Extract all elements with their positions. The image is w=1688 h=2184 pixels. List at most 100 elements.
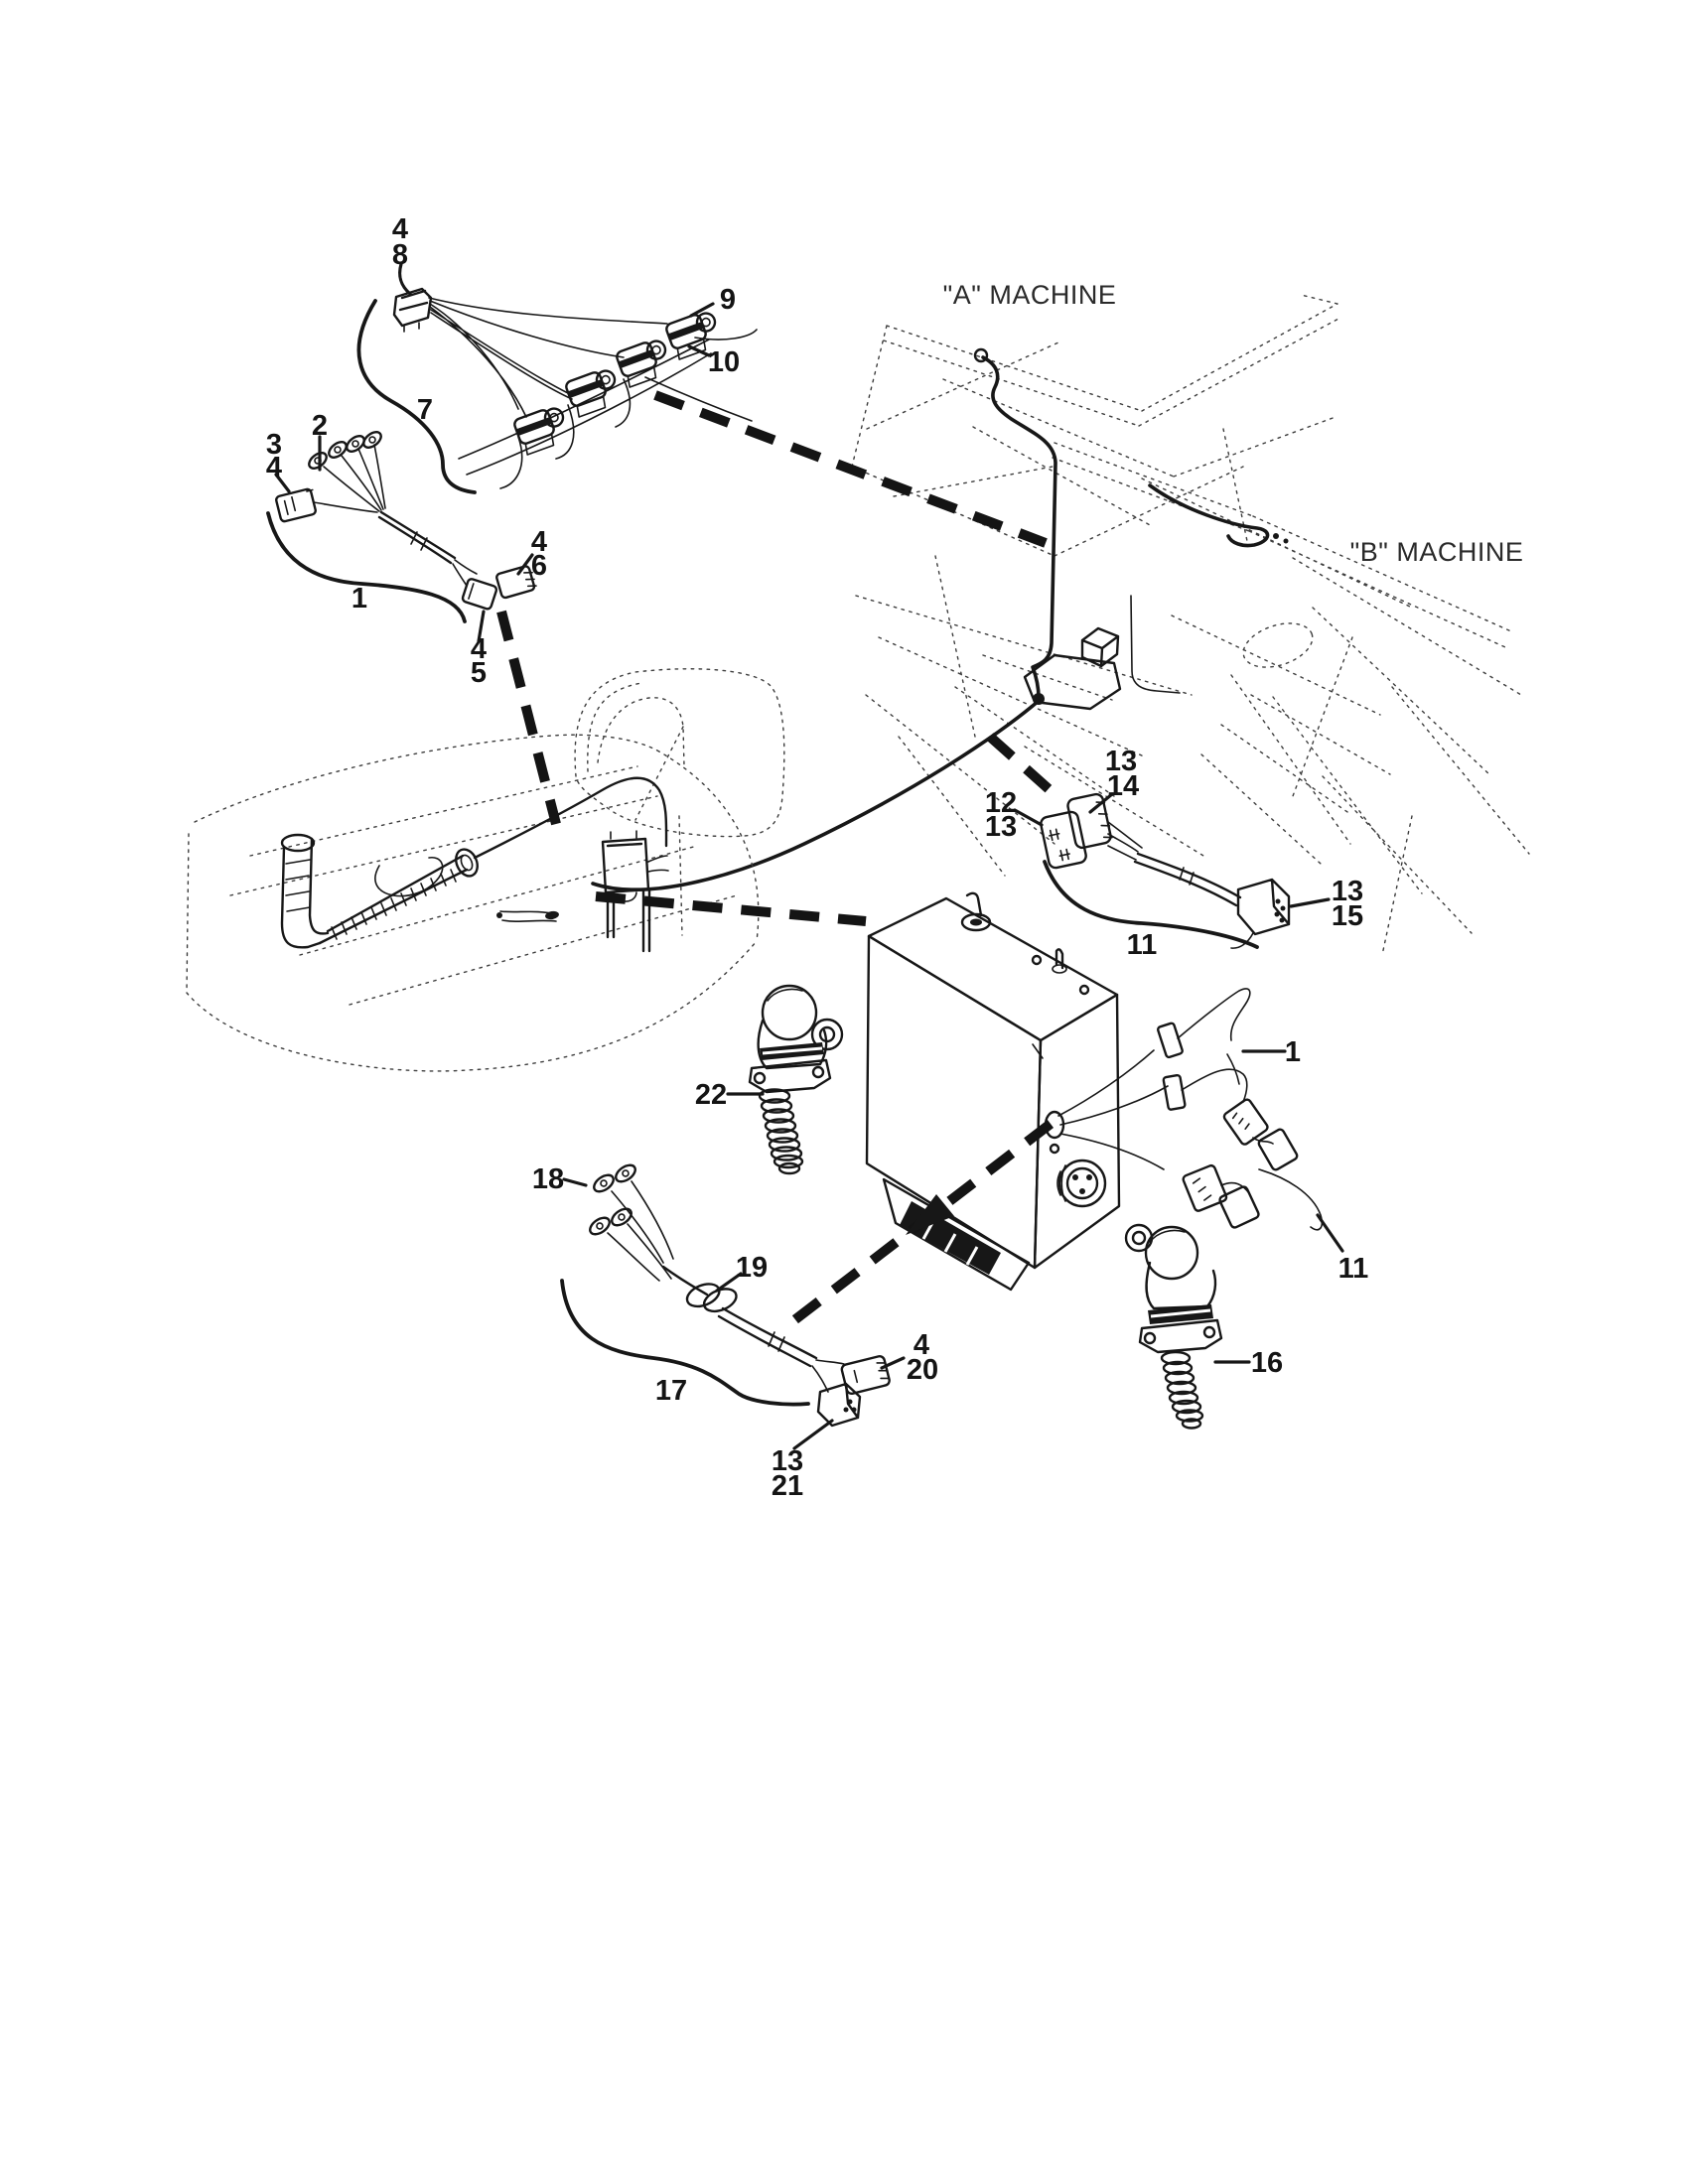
- connector-3-4: [275, 487, 317, 523]
- machine-a-truss-lines: [851, 294, 1341, 757]
- callout-6: 6: [531, 550, 547, 582]
- leader-13-14: [1088, 792, 1114, 814]
- elbow-22-bolt-left: [753, 1071, 767, 1085]
- leader-4-8: [397, 262, 412, 296]
- leader-right-11: [1316, 1213, 1344, 1253]
- deck-bracket-legs: [606, 887, 651, 953]
- callout-8: 8: [392, 239, 408, 271]
- callout-15: 15: [1332, 900, 1363, 932]
- elbow-16-coiled-stem: [1160, 1350, 1204, 1430]
- leader-18: [562, 1177, 588, 1187]
- control-box-front-face: [865, 934, 1043, 1270]
- callout-9: 9: [720, 284, 736, 316]
- connector-6: [495, 565, 537, 600]
- right-harness: [1157, 988, 1344, 1253]
- wire-terminal-dot: [496, 912, 502, 918]
- dash-top-harness-to-machine-a: [653, 390, 1048, 548]
- callout-2: 2: [312, 410, 328, 442]
- elbow-16-body: [1145, 1261, 1217, 1310]
- machine-a-lower-forks: [865, 654, 1204, 877]
- callout-14: 14: [1107, 770, 1139, 802]
- leader-4-5: [477, 610, 486, 643]
- receptacle-ribs: [1056, 1164, 1066, 1202]
- dash-machine-to-plates: [986, 733, 1059, 799]
- top-fan-wires: [428, 297, 758, 489]
- fender-conduit: [280, 776, 669, 953]
- receptacle-pin-1: [1072, 1174, 1078, 1180]
- left-cable-ferrule: [410, 531, 428, 551]
- callout-11-mid: 11: [1127, 929, 1158, 961]
- elbow-22-cap-arc: [767, 988, 803, 1002]
- brace-item-17: [560, 1279, 810, 1407]
- round-receptacle-outer: [1057, 1159, 1107, 1208]
- callout-4-top: 4: [392, 213, 408, 245]
- deck-cable: [473, 776, 668, 860]
- callout-20: 20: [907, 1354, 938, 1386]
- callout-16: 16: [1251, 1347, 1283, 1379]
- cable-end-dot-2: [1283, 538, 1289, 544]
- callout-21: 21: [772, 1470, 803, 1502]
- fender-outline: [186, 734, 760, 1072]
- toggle-switch-lever: [965, 891, 983, 917]
- junction-cube: [1080, 626, 1120, 668]
- lower-cable-out: [717, 1306, 818, 1368]
- machine-b-truss-lines: [1052, 428, 1530, 956]
- valve-connector-9: [665, 312, 717, 360]
- leader-4-6: [516, 553, 534, 576]
- left-cable: [377, 510, 457, 565]
- connector-13-15: [1236, 878, 1291, 936]
- wire-terminal-blob: [545, 910, 559, 920]
- leader-3-4: [274, 473, 291, 493]
- leader-10: [687, 344, 711, 357]
- middle-harness: [1013, 792, 1331, 949]
- middle-cable-ferrule: [1179, 867, 1195, 886]
- connector-13-15-tail: [1230, 932, 1254, 949]
- connector-13-21: [816, 1382, 862, 1428]
- elbow-22-bolt-right: [811, 1065, 825, 1079]
- elbow-22-band-gap: [762, 1046, 823, 1055]
- callout-1-right: 1: [1285, 1036, 1301, 1068]
- callout-4-left: 4: [266, 452, 282, 483]
- callout-13-c: 13: [1332, 876, 1363, 907]
- control-box-top-face: [867, 896, 1119, 1042]
- ring-terminals-18: [589, 1163, 636, 1236]
- elbow-16-cap: [1144, 1225, 1199, 1281]
- receptacle-screw: [1049, 1143, 1060, 1155]
- right-conn-c: [1222, 1098, 1269, 1146]
- valve-connector-3: [616, 340, 667, 388]
- machine-b-title: "B" MACHINE: [1350, 537, 1524, 567]
- machine-b-frame: [1052, 428, 1530, 956]
- receptacle-pin-2: [1086, 1174, 1092, 1180]
- leader-13-21: [792, 1419, 834, 1450]
- lower-harness: [560, 1163, 906, 1450]
- callout-17: 17: [655, 1375, 687, 1407]
- conduit-tube: [318, 854, 469, 945]
- right-conn-e: [1182, 1163, 1228, 1212]
- conduit-cap: [455, 848, 479, 878]
- machine-b-frame-edge: [1130, 595, 1181, 694]
- top-stud-base: [1052, 964, 1067, 974]
- leader-12-13: [1013, 808, 1044, 827]
- dash-fender-to-box: [595, 891, 867, 926]
- ring-terminals-2: [308, 431, 382, 470]
- elbow-22-body: [757, 1019, 828, 1070]
- elbow-16-port: [1124, 1223, 1154, 1253]
- exit-wires: [1057, 1049, 1169, 1170]
- valve-connector-1: [513, 407, 565, 456]
- callout-19: 19: [736, 1252, 768, 1284]
- callout-13-a: 13: [1105, 746, 1137, 777]
- elbow-16-band-gap: [1150, 1308, 1211, 1318]
- receptacle-pin-3: [1079, 1188, 1085, 1194]
- callout-4-lower: 4: [914, 1329, 929, 1361]
- elbow-22-flange: [748, 1058, 832, 1094]
- conduit-elbow: [280, 837, 330, 949]
- callout-4-mid: 4: [531, 526, 547, 558]
- elbow-16-flange: [1138, 1318, 1223, 1354]
- dash-arrowhead: [906, 1194, 954, 1235]
- round-receptacle-inner: [1065, 1166, 1099, 1200]
- callout-13-b: 13: [985, 811, 1017, 843]
- top-harness: [356, 262, 758, 494]
- conduit-elbow-ribs: [285, 859, 311, 912]
- right-conn-d: [1257, 1128, 1299, 1171]
- brace-item-1: [266, 511, 467, 623]
